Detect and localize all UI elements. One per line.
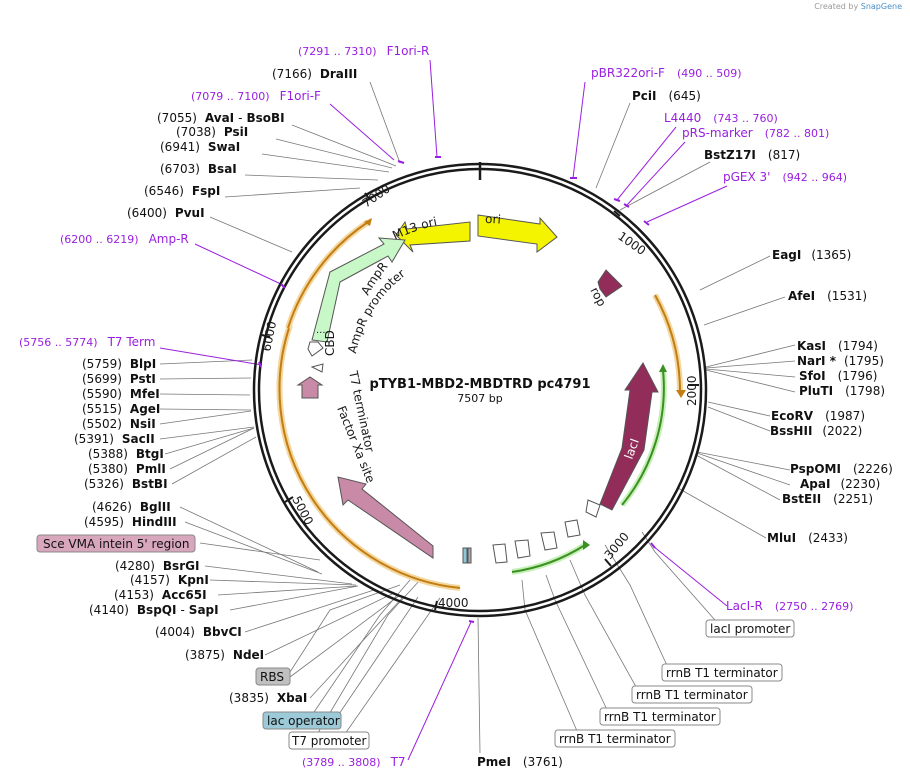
site-pmli: (5380)PmlI	[88, 462, 166, 476]
credit-text: Created by	[814, 2, 859, 11]
intein-arrow	[337, 476, 434, 559]
site-acc65i: (4153)Acc65I	[114, 588, 207, 602]
site-mlui: MluI(2433)	[767, 531, 848, 545]
snapgene-logo: SnapGene	[860, 2, 902, 11]
site-ndei: (3875)NdeI	[185, 648, 264, 662]
rop-arrow	[597, 269, 623, 298]
site-eagi: EagI(1365)	[772, 248, 851, 262]
primer-t7-term: (5756 .. 5774)T7 Term	[19, 335, 155, 349]
site-hindiii: (4595)HindIII	[84, 515, 177, 529]
box-rrnb-1: rrnB T1 terminator	[666, 666, 778, 680]
box-t7-promoter: T7 promoter	[291, 734, 367, 748]
site-bsteii: BstEII(2251)	[782, 492, 873, 506]
ampr-arrow	[311, 237, 406, 343]
cbd-label: CBD	[323, 330, 337, 356]
box-rrnb-3: rrnB T1 terminator	[604, 710, 716, 724]
small-features	[462, 499, 601, 564]
primer-t7: (3789 .. 3808)T7	[302, 755, 406, 769]
site-sfoi: SfoI(1796)	[799, 369, 877, 383]
cbd-arrow	[296, 376, 324, 399]
primer-pbr322ori-f: pBR322ori-F(490 .. 509)	[591, 66, 742, 80]
site-ecorv: EcoRV(1987)	[771, 409, 865, 423]
primer-f1ori-r: (7291 .. 7310)F1ori-R	[298, 44, 429, 58]
primer-laci-r: LacI-R(2750 .. 2769)	[726, 599, 853, 613]
site-nari: NarI *(1795)	[797, 354, 884, 368]
box-rrnb-2: rrnB T1 terminator	[636, 688, 748, 702]
site-avai: (7055)AvaI-BsoBI	[157, 111, 285, 125]
site-apai: ApaI(2230)	[800, 477, 880, 491]
site-psii: (7038)PsiI	[176, 125, 248, 139]
primer-pgex3: pGEX 3'(942 .. 964)	[723, 170, 847, 184]
box-rbs: RBS	[260, 670, 284, 684]
site-btgi: (5388)BtgI	[88, 447, 164, 461]
site-pvui: (6400)PvuI	[127, 206, 205, 220]
site-pluti: PluTI(1798)	[799, 384, 885, 398]
site-psphomi: PspOMI(2226)	[790, 462, 893, 476]
tick-3000: 3000	[602, 530, 632, 562]
orf-arcs	[276, 219, 683, 591]
plasmid-size: 7507 bp	[457, 392, 502, 405]
site-psti: (5699)PstI	[82, 372, 156, 386]
dots-label: ....	[316, 325, 329, 336]
primer-lines	[159, 59, 728, 761]
site-kasi: KasI(1794)	[797, 339, 878, 353]
ori-arrow	[477, 214, 558, 253]
site-bstbi: (5326)BstBI	[84, 477, 168, 491]
m13-ori-arrow	[395, 220, 471, 253]
site-swai: (6941)SwaI	[160, 140, 240, 154]
box-rrnb-4: rrnB T1 terminator	[559, 732, 671, 746]
site-bsai: (6703)BsaI	[160, 162, 237, 176]
laci-arrow	[599, 362, 659, 511]
site-mfei: (5590)MfeI	[82, 387, 160, 401]
backbone-ring	[252, 162, 708, 618]
laci-label: lacI	[622, 437, 642, 461]
t7-terminator-arrow	[307, 341, 324, 357]
tick-6000: 6000	[259, 320, 279, 353]
box-laci-promoter: lacI promoter	[710, 622, 790, 636]
ori-label: ori	[485, 212, 502, 227]
site-blpi: (5759)BlpI	[82, 357, 156, 371]
primer-prs-marker: pRS-marker(782 .. 801)	[682, 126, 829, 140]
site-sacii: (5391)SacII	[74, 432, 155, 446]
site-pmei: PmeI(3761)	[477, 755, 563, 769]
site-kpni: (4157)KpnI	[130, 573, 209, 587]
site-bsshii: BssHII(2022)	[770, 424, 862, 438]
site-bbvci: (4004)BbvCI	[155, 625, 242, 639]
credit-line: Created by SnapGene	[814, 2, 902, 11]
box-lac-operator: lac operator	[267, 714, 340, 728]
primer-amp-r: (6200 .. 6219)Amp-R	[60, 232, 189, 246]
site-bstz17i: BstZ17I(817)	[704, 148, 800, 162]
primer-markers	[258, 156, 656, 623]
ticks	[261, 192, 699, 611]
plasmid-name: pTYB1-MBD2-MBDTRD pc4791	[369, 377, 590, 392]
site-bglii: (4626)BglII	[92, 500, 171, 514]
site-pcii: PciI(645)	[632, 89, 701, 103]
site-afei: AfeI(1531)	[788, 289, 867, 303]
tick-7000: 7000	[360, 181, 393, 210]
site-draiii: (7166)DraIII	[272, 67, 357, 81]
tick-2000: 2000	[685, 375, 699, 406]
box-sce-vma-intein: Sce VMA intein 5' region	[43, 537, 189, 551]
site-nsii: (5502)NsiI	[82, 417, 156, 431]
site-bsrgi: (4280)BsrGI	[115, 559, 199, 573]
site-agei: (5515)AgeI	[82, 402, 160, 416]
primer-f1ori-f: (7079 .. 7100)F1ori-F	[191, 89, 321, 103]
tick-4000: 4000	[438, 596, 469, 610]
small-arrow	[310, 363, 324, 373]
site-bspqi: (4140)BspQI-SapI	[89, 603, 219, 617]
site-xbai: (3835)XbaI	[229, 691, 307, 705]
primer-l4440: L4440(743 .. 760)	[664, 111, 778, 125]
site-fspi: (6546)FspI	[144, 184, 220, 198]
leader-lines	[159, 81, 796, 754]
